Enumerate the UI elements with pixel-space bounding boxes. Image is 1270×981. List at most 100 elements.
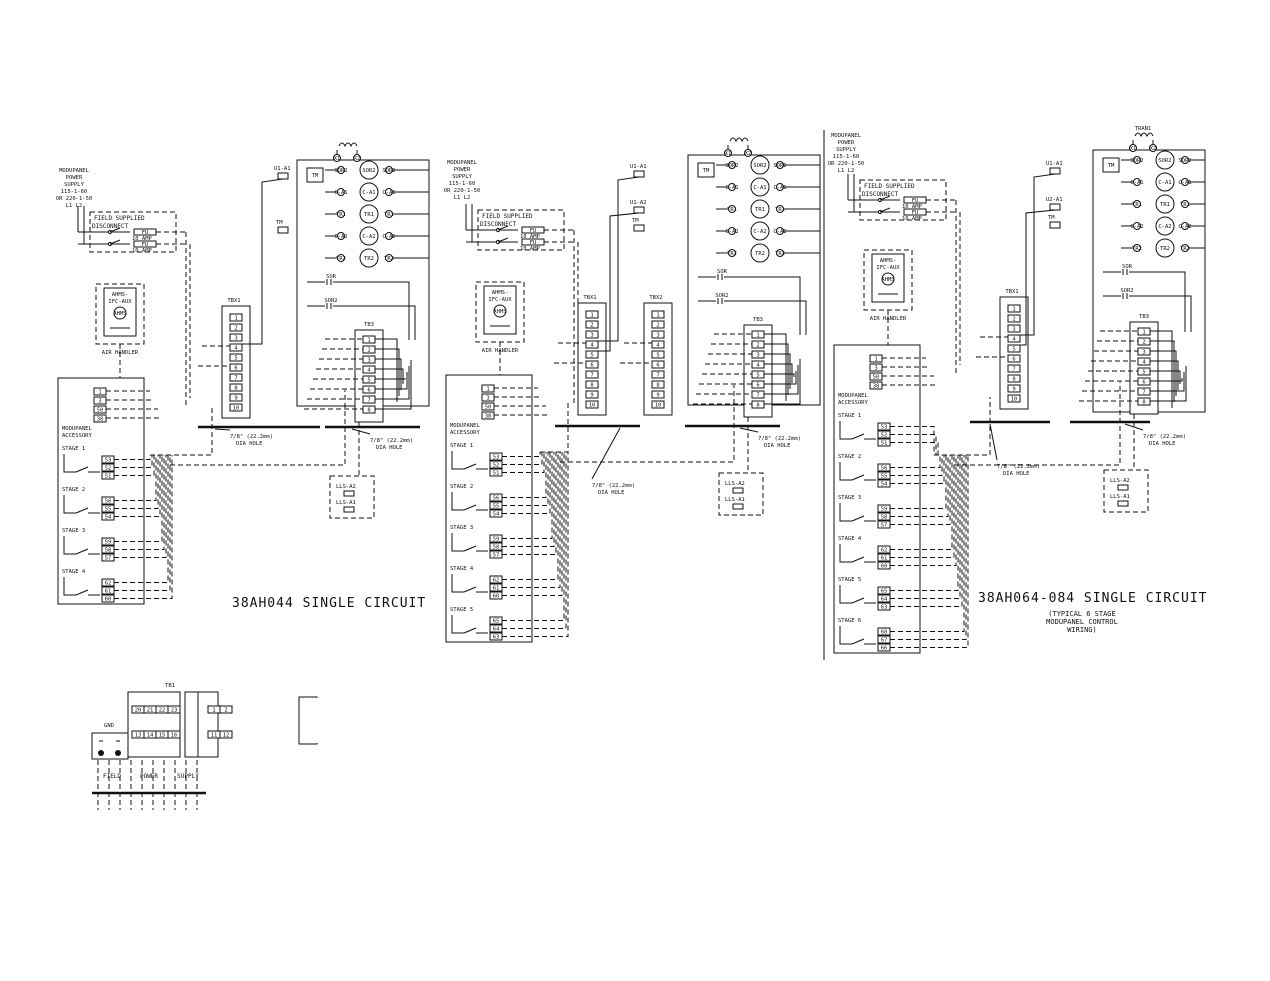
circuit-subtitle: WIRING) [1067,626,1097,634]
terminal-number: 8 [590,383,593,389]
fuse: FU [133,228,157,236]
rung-device: SOR2 [1155,150,1175,170]
terminal-number: 7 [590,373,593,379]
terminal-number: 57 [881,523,888,529]
tb-terminal: 8 [585,380,599,389]
stage-field-wire [114,455,155,476]
rung-terminal: TR1 [775,205,785,213]
tb-terminal: 8 [651,380,665,389]
stage-terminal: 61 [877,553,891,562]
terminal-block-label: TBX1 [583,295,596,301]
hole-size: 7/8" (22.2mm) [1143,434,1186,440]
terminal-label: X2 [1150,146,1157,152]
stage-terminal: 56 [877,463,891,472]
terminal-box [1007,314,1021,323]
rung-device: C-A1 [359,182,379,202]
transformer-x2: X2 [1149,144,1157,152]
supply-line: MODUPANEL [831,133,861,139]
supply-line: L1 L2 [838,168,855,174]
terminal-label: X1 [1130,146,1137,152]
component-label: TR1 [755,207,765,213]
stage-contact [75,507,89,514]
terminal-number: 66 [881,646,888,652]
terminal-number: 2 [224,708,227,714]
lls-label: LLS-A1 [1110,494,1130,500]
tb-terminal: 2 [1007,314,1021,323]
terminal-number: 11 [211,733,218,739]
tb-terminal: 5 [651,350,665,359]
terminal-number: 5 [656,353,659,359]
terminal-box [229,333,243,342]
stage-terminal: 65 [489,616,503,625]
stage-field-wire [890,455,943,476]
rung-device: C-A1 [750,177,770,197]
tb3-wire [764,359,801,405]
unit-terminal-label: U1-A2 [630,200,647,206]
tb-terminal: 9 [1007,384,1021,393]
rung-terminal: C-A1 [725,183,739,191]
stage-terminal: 54 [101,512,115,521]
gnd-label: GND [104,723,114,729]
relay-contact: SOR2 [1103,288,1192,332]
stage-field-wire [502,452,563,596]
lls-coil [732,487,744,494]
stage-label: STAGE 1 [450,443,473,449]
stage-wire [839,503,852,522]
lls-outline [1103,469,1149,513]
terminal-label: X2 [745,151,752,157]
terminal-number: 59 [493,537,500,543]
terminal-box [229,393,243,402]
terminal-number: 52 [105,466,112,472]
unit-wire [1020,209,1056,346]
stage-terminal: 51 [877,438,891,447]
terminal-number: 8 [234,386,237,392]
stage-contact [463,504,477,511]
tb3-terminal: 3 [1137,347,1151,356]
contact-label: SOR2 [1120,288,1133,294]
stage-contact [75,466,89,473]
tb3-wire [1150,360,1179,390]
tb-terminal: 6 [1007,354,1021,363]
terminal-number: 62 [105,581,112,587]
rung-terminal: TR1 [384,210,394,218]
tb-terminal: 1 [585,310,599,319]
terminal-circle [1133,156,1141,164]
terminal-label: TR2 [727,251,737,257]
rung-terminal: TR1 [1180,200,1190,208]
terminal-number: 2 [656,323,659,329]
stage-field-wire [890,455,957,566]
relay-contact: SOR2 [698,293,807,335]
tb3-terminal: 7 [362,395,376,404]
stage-terminal: 60 [877,561,891,570]
unit-terminal [1049,203,1061,211]
terminal-block-label: TBX1 [1005,289,1018,295]
terminal-label: X1 [334,156,341,162]
rung-device: TR2 [750,243,770,263]
tb-terminal: 10 [1007,394,1021,403]
stage-terminal: 66 [877,643,891,652]
stage-run [934,397,991,456]
tb3-terminal: 6 [751,380,765,389]
tb-terminal: 5 [585,350,599,359]
terminal-circle [353,154,361,162]
terminal-number: 51 [881,441,888,447]
tb3-terminal: 7 [1137,387,1151,396]
circuit-title: 38AH044 SINGLE CIRCUIT [232,596,426,611]
rung-terminal: TR2 [775,249,785,257]
component-circle [1155,238,1175,258]
tb-terminal: 4 [651,340,665,349]
accessory-title: MODUPANEL [450,423,480,429]
lls-outline [718,472,764,516]
terminal-number: 52 [881,433,888,439]
tm-box-label: TM [1108,163,1115,169]
terminal-number: 2 [1142,340,1145,346]
transformer-x1: X1 [333,154,341,162]
stage-terminal: 53 [101,455,115,464]
stage-terminal: 52 [101,463,115,472]
